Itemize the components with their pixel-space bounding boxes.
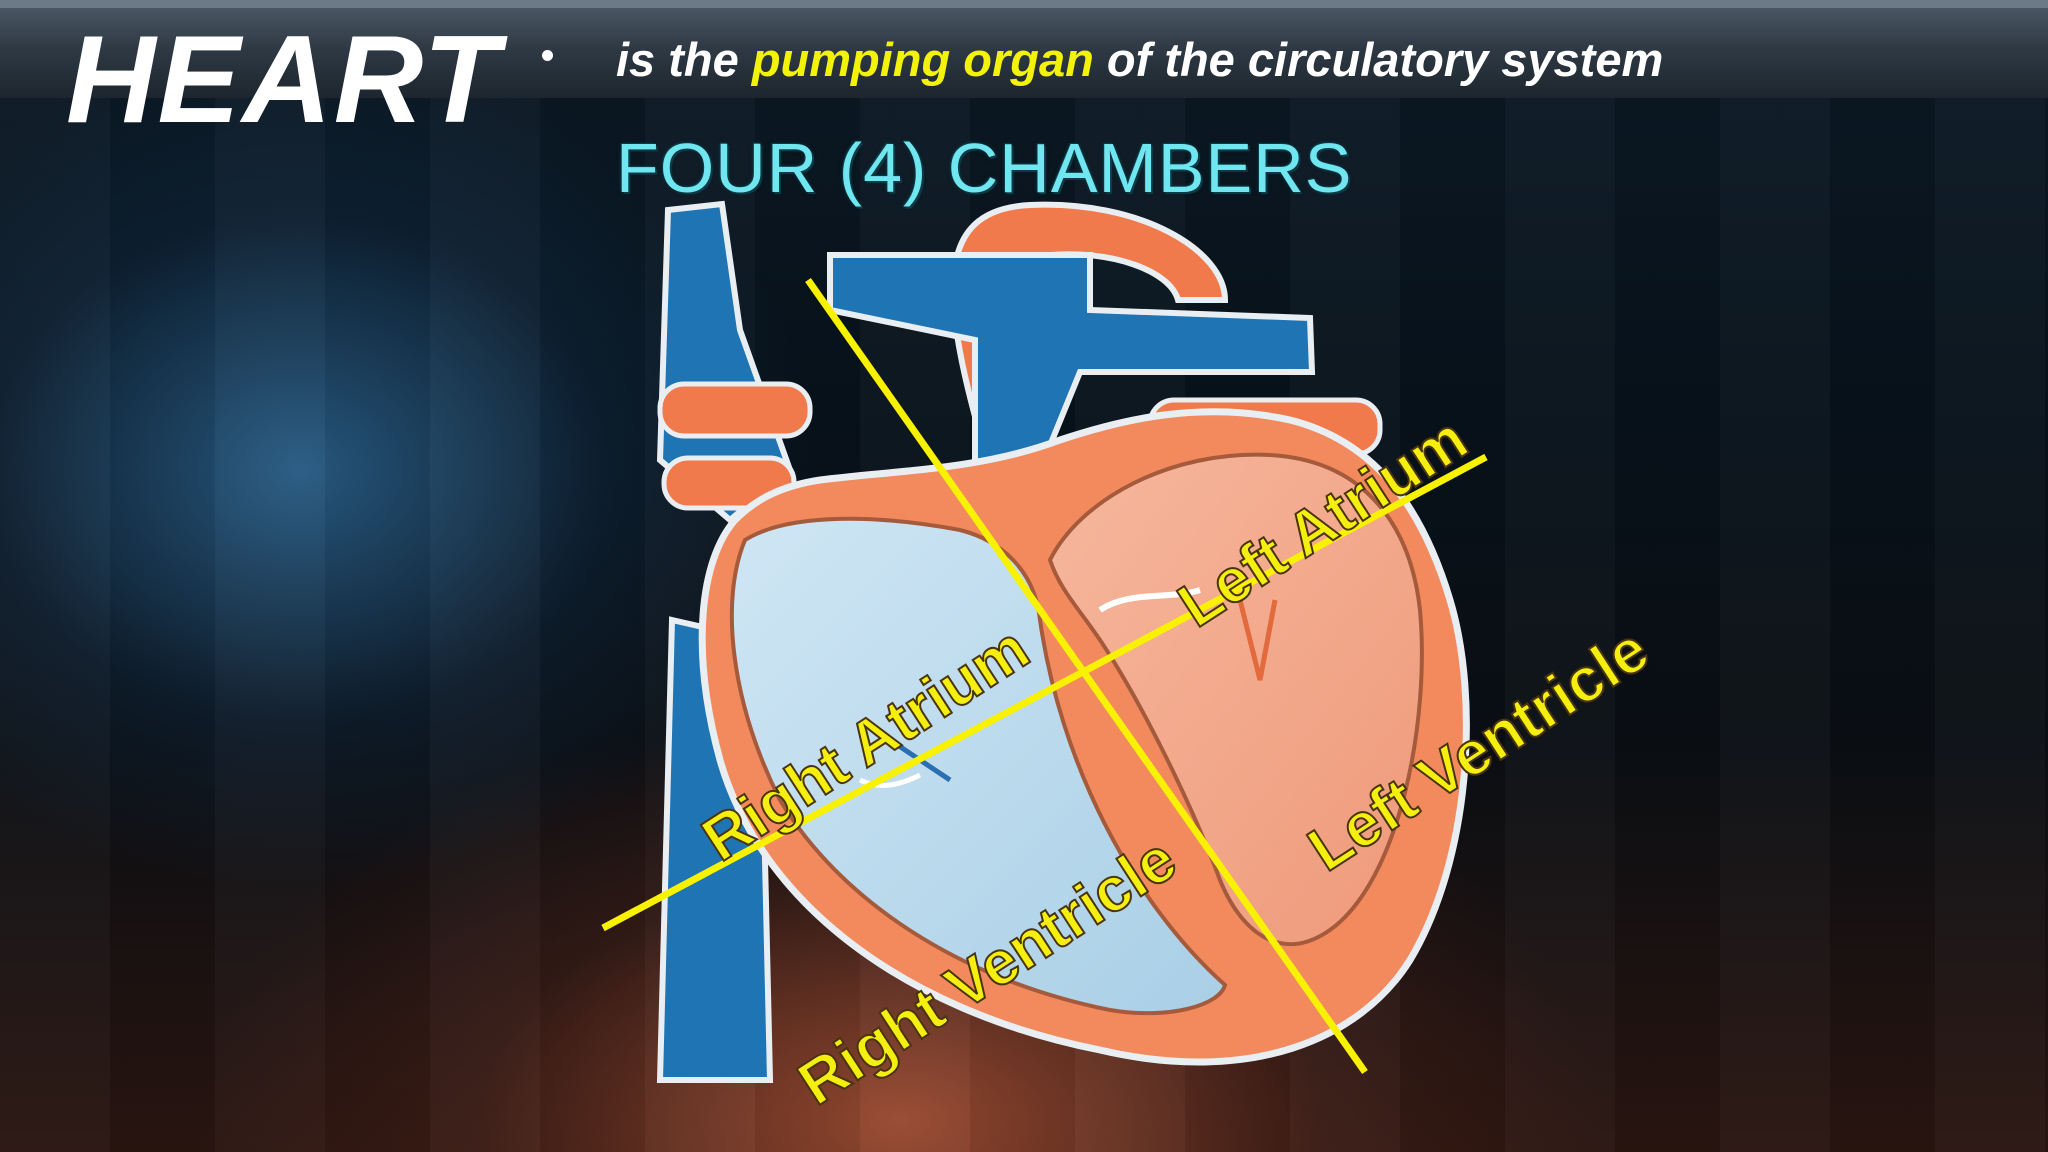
slide-title: HEART xyxy=(66,11,501,149)
valves xyxy=(858,587,1278,788)
heart-definition: is the pumping organ of the circulatory … xyxy=(616,32,1663,87)
bullet-dot xyxy=(542,50,553,61)
left-chambers xyxy=(1047,452,1424,947)
definition-highlight: pumping organ xyxy=(751,33,1094,86)
pulmonary-artery xyxy=(827,252,1316,473)
definition-prefix: is the xyxy=(616,33,752,86)
atrioventricular-divider-line xyxy=(601,453,1488,932)
chambers-heading: FOUR (4) CHAMBERS xyxy=(616,129,1353,207)
right-chambers xyxy=(729,516,1228,1016)
definition-suffix: of the circulatory system xyxy=(1093,33,1664,86)
septum-divider-line xyxy=(805,277,1368,1075)
chamber-dividers xyxy=(601,277,1488,1075)
title-bar xyxy=(0,0,2048,98)
